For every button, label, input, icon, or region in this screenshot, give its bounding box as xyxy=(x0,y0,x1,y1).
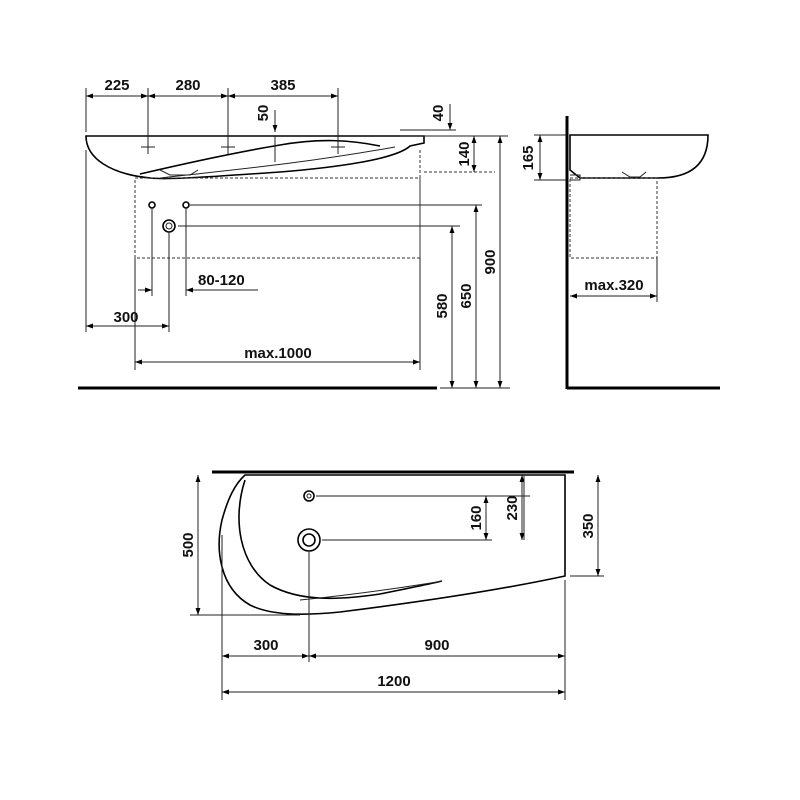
dim-max320-label: max.320 xyxy=(584,277,643,294)
dim-160-label: 160 xyxy=(468,505,485,530)
dim-1200-label: 1200 xyxy=(377,673,410,690)
dim-300-top-label: 300 xyxy=(253,637,278,654)
tap-hole-marker-3 xyxy=(331,140,345,154)
side-view: 165 max.320 xyxy=(520,116,720,390)
dim-900-label: 900 xyxy=(482,249,499,274)
water-connection-left xyxy=(148,201,156,209)
basin-front-outline xyxy=(85,135,425,180)
dim-350-label: 350 xyxy=(580,513,597,538)
front-view: 225 280 385 50 40 140 900 650 580 80-120 xyxy=(78,77,510,390)
dim-580-label: 580 xyxy=(434,293,451,318)
dim-40-label: 40 xyxy=(430,105,447,122)
water-connection-right xyxy=(182,201,190,209)
waste-connection xyxy=(162,219,176,233)
dim-50-label: 50 xyxy=(255,105,272,122)
basin-side-outline xyxy=(569,134,709,179)
dim-max1000-label: max.1000 xyxy=(244,345,312,362)
drain-top xyxy=(297,528,321,552)
top-view: 160 230 350 500 300 900 1200 xyxy=(180,470,604,700)
dim-225-label: 225 xyxy=(104,77,129,94)
basin-top-outline xyxy=(218,474,566,615)
dim-650-label: 650 xyxy=(458,283,475,308)
drain-marker xyxy=(159,169,199,176)
dim-300-front-label: 300 xyxy=(113,309,138,326)
basin-inner-curve xyxy=(238,479,443,600)
dim-230-label: 230 xyxy=(504,495,521,520)
tap-hole-marker-2 xyxy=(221,140,235,154)
dim-80-120-label: 80-120 xyxy=(198,272,245,289)
dim-165-label: 165 xyxy=(520,145,537,170)
side-installation-zone xyxy=(569,177,658,259)
side-drain-marker xyxy=(621,171,647,178)
tap-hole-marker-1 xyxy=(141,140,155,154)
dim-280-label: 280 xyxy=(175,77,200,94)
dim-500-label: 500 xyxy=(180,532,197,557)
dim-140-label: 140 xyxy=(456,141,473,166)
dim-385-label: 385 xyxy=(270,77,295,94)
dim-900-top-label: 900 xyxy=(424,637,449,654)
installation-zone-dashed xyxy=(134,177,421,259)
tap-hole-top xyxy=(303,490,315,502)
